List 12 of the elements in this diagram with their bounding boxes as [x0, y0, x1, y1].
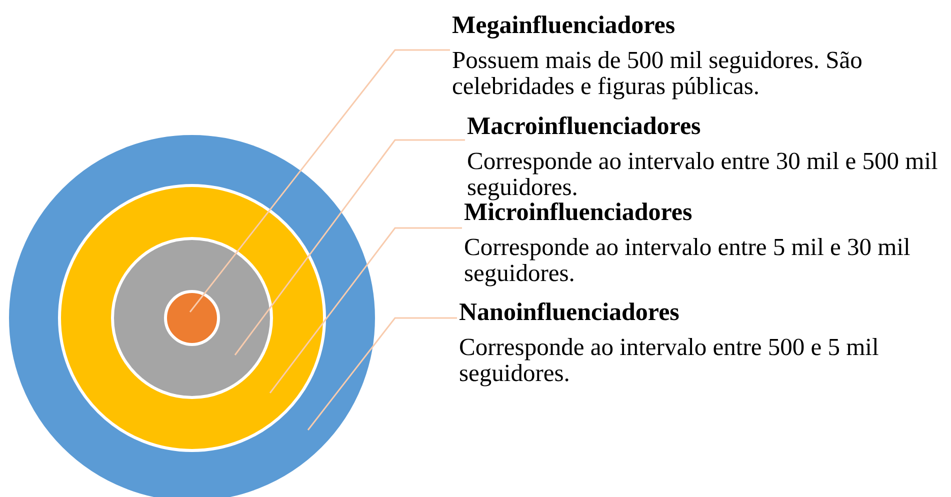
heading: Microinfluenciadores	[464, 200, 694, 226]
heading: Megainfluenciadores	[452, 13, 676, 39]
description: Corresponde ao intervalo entre 500 e 5 mil seguidores.	[459, 335, 880, 387]
description: Corresponde ao intervalo entre 5 mil e 30 mil seguidores.	[464, 235, 912, 287]
leader-line	[234, 139, 465, 356]
description: Possuem mais de 500 mil seguidores. São celebridades e figuras públicas.	[452, 48, 864, 100]
description: Corresponde ao intervalo entre 30 mil e 500 mil seguidores.	[467, 149, 939, 201]
heading: Nanoinfluenciadores	[459, 300, 680, 326]
leader-line	[189, 49, 450, 312]
heading: Macroinfluenciadores	[467, 114, 702, 140]
leader-line	[307, 317, 457, 430]
leader-line	[269, 227, 462, 394]
